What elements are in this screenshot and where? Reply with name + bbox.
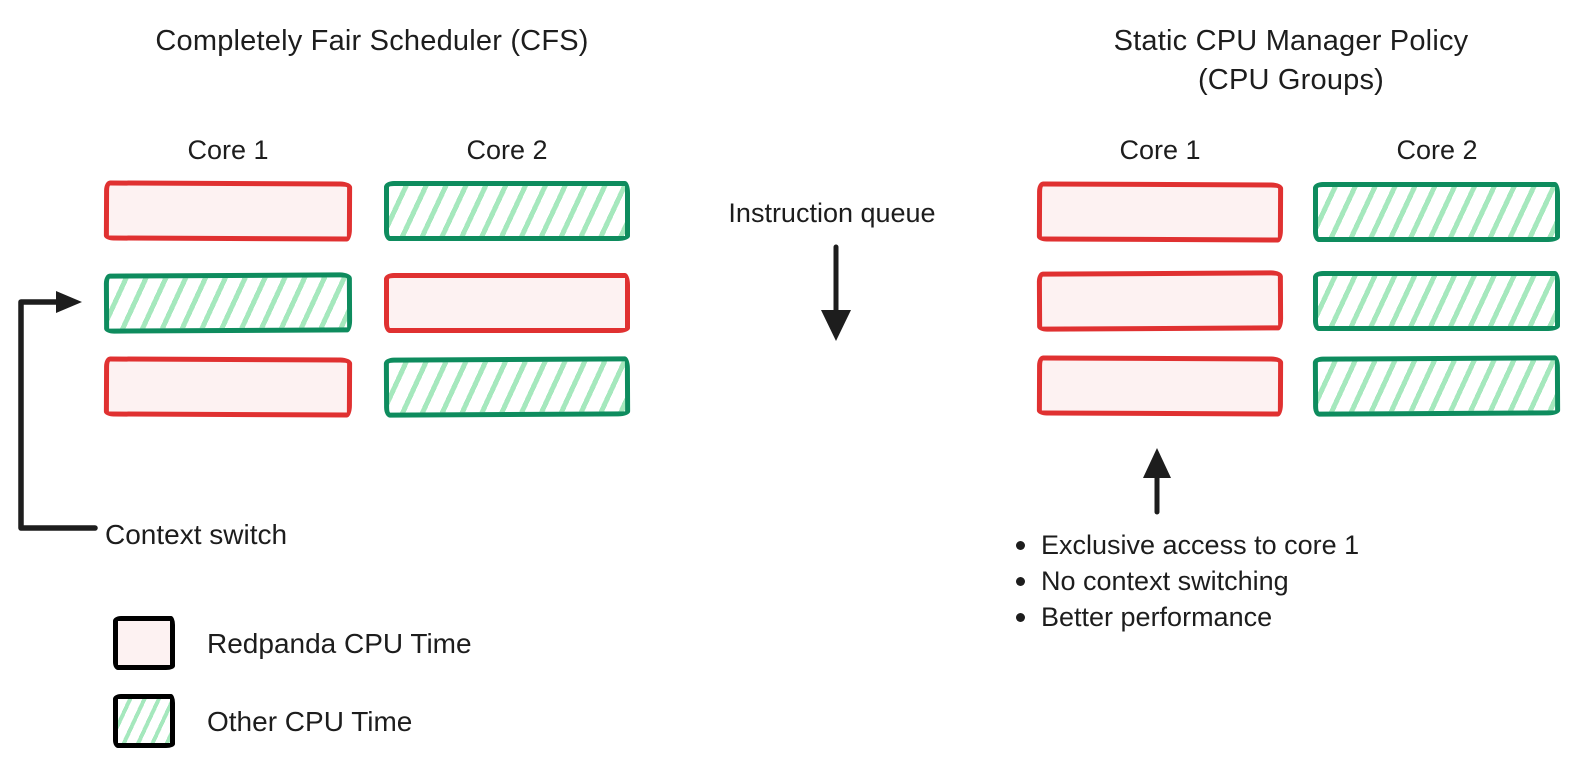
legend-swatch-redpanda — [113, 616, 175, 670]
cpu-time-block-redpanda — [1036, 181, 1284, 243]
cpu-time-block-redpanda — [103, 356, 353, 418]
context-switch-label: Context switch — [105, 519, 288, 550]
context-switch-arrow — [18, 291, 98, 531]
cpu-time-block-redpanda — [1036, 270, 1284, 332]
cpu-time-block-other — [384, 181, 630, 241]
static-schedule-grid — [1036, 181, 1567, 422]
cpu-time-block-other — [1313, 182, 1560, 242]
list-item: Exclusive access to core 1 — [1016, 527, 1359, 563]
bullet-text: Exclusive access to core 1 — [1041, 529, 1360, 560]
exclusive-core-up-arrow-icon — [1143, 448, 1171, 515]
static-policy-title-line2: (CPU Groups) — [1197, 64, 1385, 96]
legend-label-redpanda: Redpanda CPU Time — [207, 628, 472, 659]
cfs-core1-label: Core 1 — [187, 135, 269, 165]
legend-swatch-other — [113, 694, 175, 748]
cpu-time-block-other — [383, 356, 631, 418]
static-core1-label: Core 1 — [1119, 135, 1201, 165]
static-policy-title-line1: Static CPU Manager Policy — [1113, 25, 1469, 57]
static-policy-title: Static CPU Manager Policy (CPU Groups) — [1051, 22, 1531, 100]
cpu-time-block-other — [1312, 355, 1561, 417]
bullet-icon — [1016, 576, 1025, 586]
cfs-core2-label: Core 2 — [466, 135, 548, 165]
legend-label-other: Other CPU Time — [207, 706, 413, 737]
instruction-queue-label: Instruction queue — [728, 198, 936, 228]
cpu-time-block-redpanda — [384, 273, 630, 333]
static-core2-label: Core 2 — [1396, 135, 1478, 165]
bullet-icon — [1016, 612, 1025, 622]
static-policy-benefits-list: Exclusive access to core 1 No context sw… — [1016, 527, 1359, 635]
cpu-time-block-redpanda — [1036, 355, 1284, 417]
cpu-time-block-other — [1313, 271, 1560, 331]
bullet-icon — [1016, 540, 1025, 550]
cpu-time-block-other — [103, 272, 353, 334]
instruction-queue-down-arrow-icon — [821, 244, 851, 341]
list-item: No context switching — [1016, 563, 1359, 599]
cpu-time-block-redpanda — [103, 180, 353, 242]
cfs-title: Completely Fair Scheduler (CFS) — [155, 25, 589, 57]
cfs-schedule-grid — [103, 180, 634, 421]
bullet-text: No context switching — [1041, 565, 1289, 596]
list-item: Better performance — [1016, 599, 1359, 635]
bullet-text: Better performance — [1041, 601, 1273, 632]
